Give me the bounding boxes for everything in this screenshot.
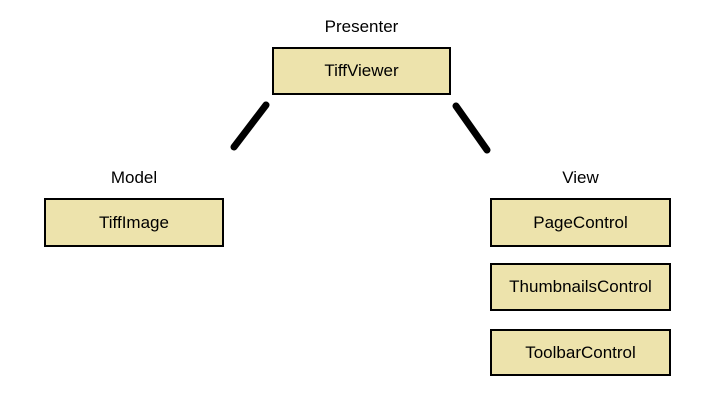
- pagecontrol-box-label: PageControl: [533, 212, 628, 232]
- model-group-label: Model: [110, 168, 158, 187]
- connector-presenter-to-model: [230, 101, 270, 151]
- toolbarcontrol-box-label: ToolbarControl: [525, 342, 636, 362]
- tiffviewer-box-label: TiffViewer: [324, 61, 399, 80]
- thumbnailscontrol-box-label: ThumbnailsControl: [509, 277, 652, 296]
- view-group-label: View: [562, 168, 599, 187]
- tiffimage-box: TiffImage: [44, 198, 224, 247]
- tiffviewer-box: TiffViewer: [272, 47, 451, 95]
- presenter-group-label: Presenter: [324, 17, 399, 36]
- tiffimage-box-label: TiffImage: [99, 212, 169, 232]
- pagecontrol-box: PageControl: [490, 198, 671, 247]
- thumbnailscontrol-box: ThumbnailsControl: [490, 263, 671, 311]
- toolbarcontrol-box: ToolbarControl: [490, 329, 671, 376]
- connector-presenter-to-view: [452, 102, 491, 154]
